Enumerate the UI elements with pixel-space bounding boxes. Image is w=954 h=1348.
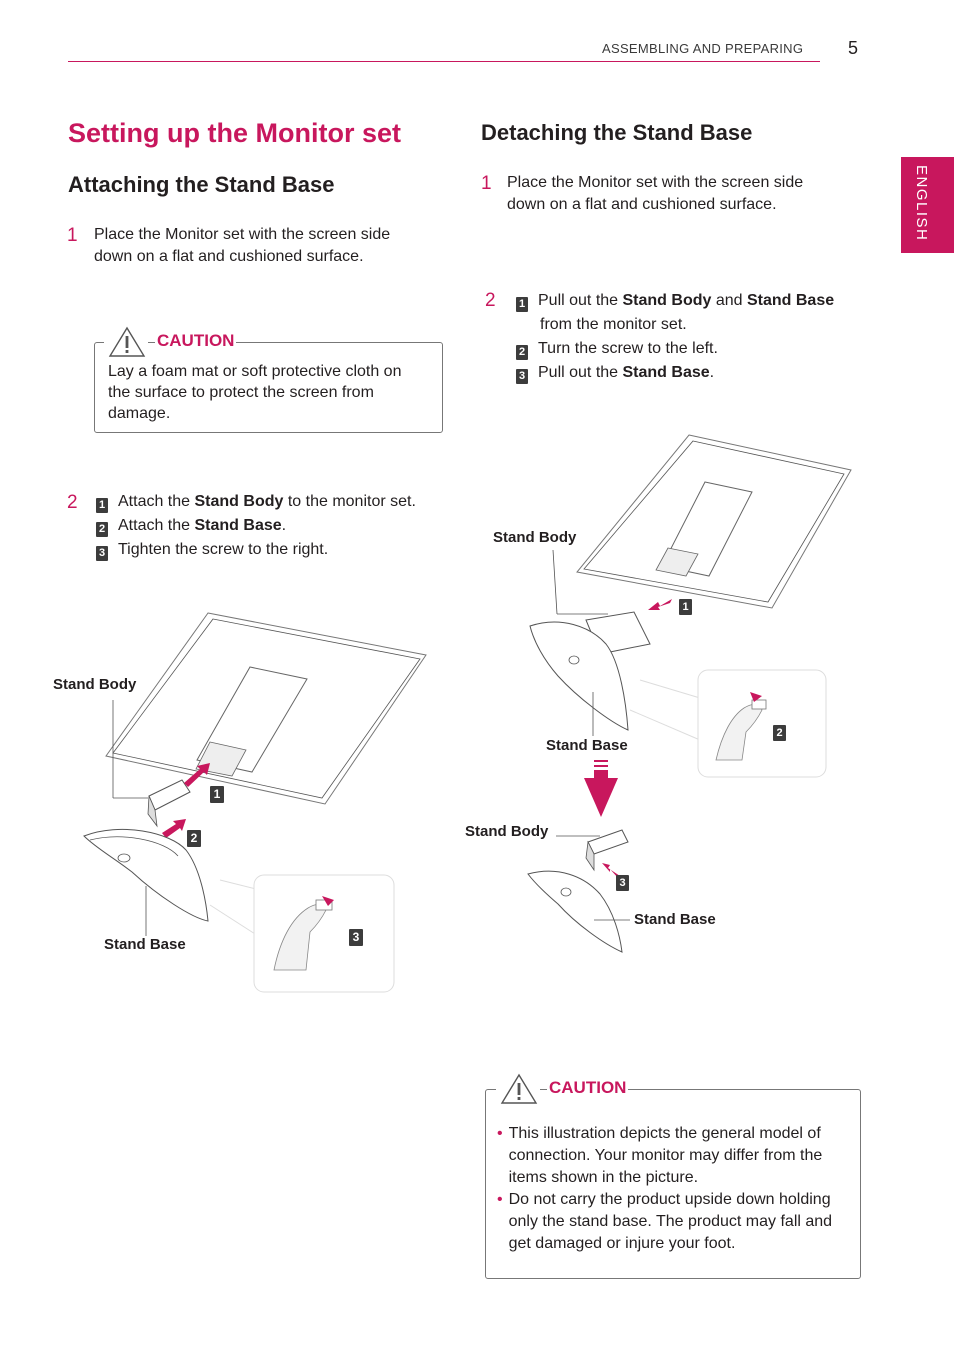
detaching-caution-box — [485, 1089, 861, 1279]
figure-marker-1: 1 — [679, 599, 692, 615]
attaching-step2-item-3: 3 Tighten the screw to the right. — [96, 538, 416, 562]
caution-bullet-text: This illustration depicts the general mo… — [508, 1125, 823, 1186]
label-stand-body-top: Stand Body — [493, 529, 577, 546]
text: Attach the — [118, 493, 195, 510]
text: . — [709, 364, 715, 381]
text: Turn the screw to the left. — [538, 340, 718, 357]
text: to the monitor set. — [283, 493, 416, 510]
bold-text: Stand Body — [622, 292, 712, 309]
attaching-caution-box — [94, 342, 443, 433]
page-number: 5 — [848, 38, 859, 58]
bullet-dot: • — [497, 1125, 503, 1142]
attaching-step1-number: 1 — [67, 225, 78, 246]
label-stand-body-bottom: Stand Body — [465, 823, 549, 840]
detaching-heading: Detaching the Stand Base — [481, 120, 753, 145]
caution-bullet-item: • Do not carry the product upside down h… — [497, 1189, 847, 1255]
attaching-step2-number: 2 — [67, 492, 78, 513]
bold-text: Stand Body — [194, 493, 284, 510]
step-badge: 2 — [516, 345, 528, 360]
language-tab[interactable]: ENGLISH — [901, 157, 954, 253]
detaching-caution-list: • This illustration depicts the general … — [497, 1123, 847, 1255]
detaching-step1-text: Place the Monitor set with the screen si… — [507, 174, 804, 213]
detaching-step2-number: 2 — [485, 290, 496, 311]
figure-marker-3: 3 — [616, 875, 629, 891]
bold-text: Stand Base — [622, 364, 710, 381]
caution-bullet-text: Do not carry the product upside down hol… — [508, 1191, 833, 1252]
header-section-title: ASSEMBLING AND PREPARING — [602, 41, 804, 56]
attaching-caution-text: Lay a foam mat or soft protective cloth … — [108, 363, 402, 422]
header-rule — [68, 61, 820, 62]
bullet-dot: • — [497, 1191, 503, 1208]
detaching-step2-item-1: 1 Pull out the Stand Body and Stand Base — [516, 289, 834, 313]
text: Pull out the — [538, 364, 623, 381]
text: Pull out the — [538, 292, 623, 309]
detaching-step1-number: 1 — [481, 173, 492, 194]
language-tab-label: ENGLISH — [913, 165, 930, 242]
step-badge: 2 — [96, 522, 108, 537]
step-badge: 1 — [516, 297, 528, 312]
figure-marker-2: 2 — [773, 725, 786, 741]
detaching-caution-title: CAUTION — [547, 1078, 629, 1098]
detaching-step2-item-2: 2 Turn the screw to the left. — [516, 337, 834, 361]
figure-marker-2: 2 — [187, 830, 201, 847]
step-badge: 3 — [96, 546, 108, 561]
step-badge: 1 — [96, 498, 108, 513]
caution-bullet-item: • This illustration depicts the general … — [497, 1123, 847, 1189]
label-stand-body: Stand Body — [53, 676, 137, 693]
detaching-illustration — [527, 434, 852, 953]
step-badge: 3 — [516, 369, 528, 384]
caution-warning-icon — [104, 325, 148, 359]
attaching-step2-item-2: 2 Attach the Stand Base. — [96, 514, 416, 538]
text: Attach the — [118, 517, 195, 534]
attaching-heading: Attaching the Stand Base — [68, 172, 335, 197]
label-stand-base-bottom: Stand Base — [634, 911, 716, 928]
text: . — [281, 517, 287, 534]
label-stand-base-top: Stand Base — [546, 737, 628, 754]
detaching-step2-item-3: 3 Pull out the Stand Base. — [516, 361, 834, 385]
page-title: Setting up the Monitor set — [68, 118, 401, 148]
attaching-step1-text: Place the Monitor set with the screen si… — [94, 226, 391, 265]
figure-marker-1: 1 — [210, 786, 224, 803]
attaching-caution-title: CAUTION — [155, 331, 237, 351]
figure-marker-3: 3 — [349, 929, 363, 946]
attaching-illustration — [83, 612, 427, 993]
text: and — [711, 292, 747, 309]
text: Tighten the screw to the right. — [118, 541, 329, 558]
detaching-step2-item-1-cont: from the monitor set. — [540, 316, 687, 333]
bold-text: Stand Base — [194, 517, 282, 534]
caution-warning-icon — [496, 1072, 540, 1106]
bold-text: Stand Base — [746, 292, 835, 309]
attaching-step2-item-1: 1 Attach the Stand Body to the monitor se… — [96, 490, 416, 514]
label-stand-base: Stand Base — [104, 936, 186, 953]
